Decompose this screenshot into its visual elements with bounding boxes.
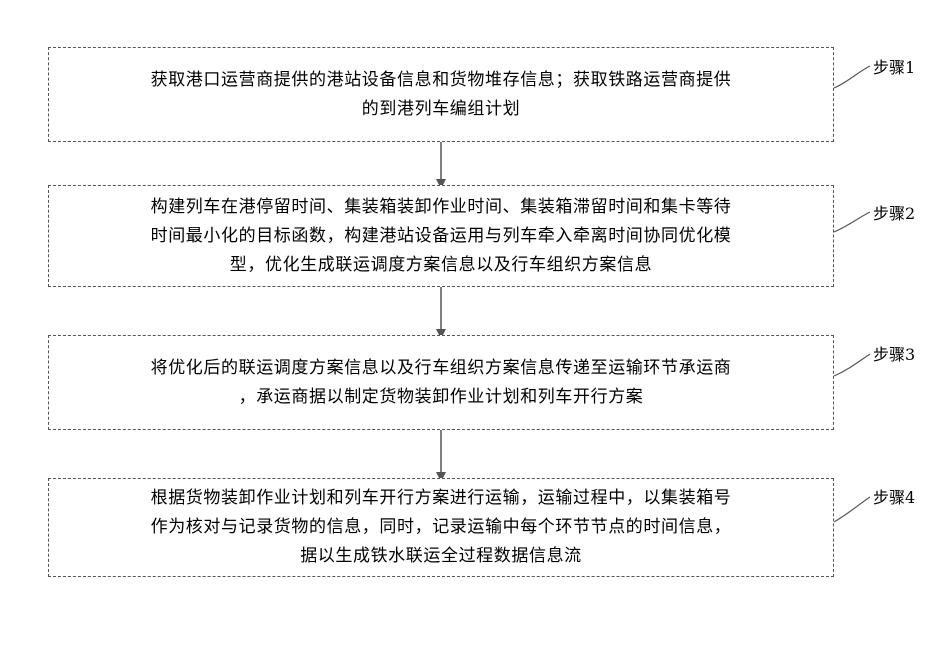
step-1-line-2: 的到港列车编组计划 xyxy=(151,95,732,124)
step-4-box: 根据货物装卸作业计划和列车开行方案进行运输，运输过程中，以集装箱号 作为核对与记… xyxy=(48,478,834,577)
leader-line-step4 xyxy=(834,497,870,522)
leader-line-step2 xyxy=(834,212,870,232)
step-3-box: 将优化后的联运调度方案信息以及行车组织方案信息传递至运输环节承运商 ，承运商据以… xyxy=(48,335,834,430)
step-3-text: 将优化后的联运调度方案信息以及行车组织方案信息传递至运输环节承运商 ，承运商据以… xyxy=(151,354,732,412)
step-2-text: 构建列车在港停留时间、集装箱装卸作业时间、集装箱滞留时间和集卡等待 时间最小化的… xyxy=(151,193,732,280)
step-3-label: 步骤3 xyxy=(873,341,915,365)
step-2-line-3: 型，优化生成联运调度方案信息以及行车组织方案信息 xyxy=(151,251,732,280)
step-2-line-1: 构建列车在港停留时间、集装箱装卸作业时间、集装箱滞留时间和集卡等待 xyxy=(151,193,732,222)
step-1-text: 获取港口运营商提供的港站设备信息和货物堆存信息；获取铁路运营商提供 的到港列车编… xyxy=(151,66,732,124)
leader-line-step1 xyxy=(834,66,870,88)
step-1-label: 步骤1 xyxy=(873,54,915,78)
step-3-line-2: ，承运商据以制定货物装卸作业计划和列车开行方案 xyxy=(151,383,732,412)
step-3-line-1: 将优化后的联运调度方案信息以及行车组织方案信息传递至运输环节承运商 xyxy=(151,354,732,383)
step-1-box: 获取港口运营商提供的港站设备信息和货物堆存信息；获取铁路运营商提供 的到港列车编… xyxy=(48,47,834,142)
step-4-line-3: 据以生成铁水联运全过程数据信息流 xyxy=(151,542,732,571)
step-2-label: 步骤2 xyxy=(873,200,915,224)
step-4-text: 根据货物装卸作业计划和列车开行方案进行运输，运输过程中，以集装箱号 作为核对与记… xyxy=(151,484,732,571)
step-2-line-2: 时间最小化的目标函数，构建港站设备运用与列车牵入牵离时间协同优化模 xyxy=(151,222,732,251)
step-4-line-1: 根据货物装卸作业计划和列车开行方案进行运输，运输过程中，以集装箱号 xyxy=(151,484,732,513)
leader-line-step3 xyxy=(834,354,870,376)
step-2-box: 构建列车在港停留时间、集装箱装卸作业时间、集装箱滞留时间和集卡等待 时间最小化的… xyxy=(48,185,834,287)
step-1-line-1: 获取港口运营商提供的港站设备信息和货物堆存信息；获取铁路运营商提供 xyxy=(151,66,732,95)
step-4-line-2: 作为核对与记录货物的信息，同时，记录运输中每个环节节点的时间信息， xyxy=(151,513,732,542)
step-4-label: 步骤4 xyxy=(873,484,915,508)
